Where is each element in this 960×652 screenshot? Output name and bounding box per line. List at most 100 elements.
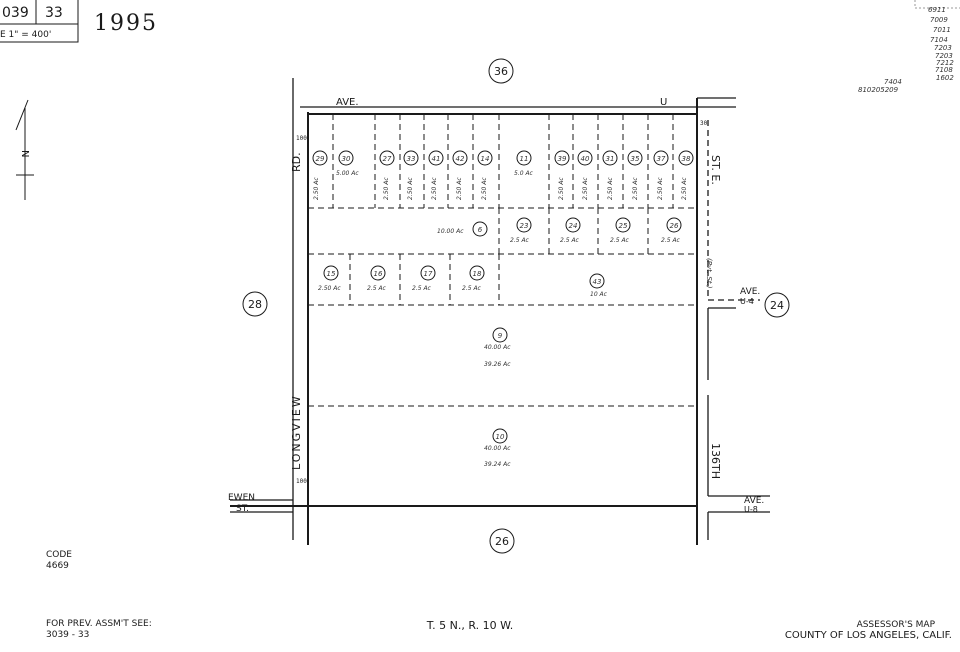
svg-text:5.0 Ac: 5.0 Ac <box>514 170 534 177</box>
svg-text:33: 33 <box>407 155 416 163</box>
svg-text:6: 6 <box>478 226 483 234</box>
svg-text:2.50 Ac: 2.50 Ac <box>313 177 320 200</box>
street-label-u8: U-8 <box>744 505 758 514</box>
corner-code: 7203 <box>934 44 952 52</box>
county-label: COUNTY OF LOS ANGELES, CALIF. <box>785 630 952 641</box>
svg-text:27: 27 <box>383 155 392 163</box>
svg-text:43: 43 <box>593 278 602 286</box>
parcel: 35 2.50 Ac <box>627 150 643 200</box>
code-value: 4669 <box>46 561 69 571</box>
svg-text:2.5 Ac: 2.5 Ac <box>367 285 387 292</box>
street-label-ave-u4: AVE. <box>740 287 760 297</box>
parcel: 37 2.50 Ac <box>653 150 669 200</box>
street-label-u: U <box>660 97 667 108</box>
svg-text:10 Ac: 10 Ac <box>590 291 608 298</box>
scale-label: E 1" = 400' <box>0 30 51 40</box>
svg-text:42: 42 <box>456 155 465 163</box>
code-label: CODE <box>46 550 72 560</box>
svg-text:36: 36 <box>494 65 508 78</box>
adjacent-sheet-bottom: 26 <box>489 528 515 554</box>
svg-text:26: 26 <box>495 535 509 548</box>
parcel: 252.5 Ac <box>610 217 631 244</box>
svg-text:2.5 Ac: 2.5 Ac <box>462 285 482 292</box>
parcel: 305.00 Ac <box>336 150 359 177</box>
street-label-ave-u8: AVE. <box>744 496 764 506</box>
svg-text:2.5 Ac: 2.5 Ac <box>510 237 530 244</box>
road-lines <box>230 78 770 545</box>
parcel-lines <box>308 114 697 407</box>
svg-text:38: 38 <box>682 155 691 163</box>
svg-text:24: 24 <box>770 299 784 312</box>
corner-code: 7404 <box>884 78 902 86</box>
svg-text:2.50 Ac: 2.50 Ac <box>318 285 341 292</box>
corner-code: 7212 <box>936 59 954 67</box>
street-label-136th: 136TH <box>709 443 722 479</box>
svg-text:2.50 Ac: 2.50 Ac <box>407 177 414 200</box>
parcel: 40 2.50 Ac <box>577 150 593 200</box>
corner-code: 7011 <box>933 26 951 34</box>
dimension-100-top: 100 <box>296 135 307 142</box>
svg-text:2.50 Ac: 2.50 Ac <box>607 177 614 200</box>
svg-text:25: 25 <box>619 222 628 230</box>
svg-text:17: 17 <box>424 270 433 278</box>
svg-text:2.5 Ac: 2.5 Ac <box>412 285 432 292</box>
parcel-10: 10 40.00 Ac 39.24 Ac <box>484 428 511 468</box>
row3-parcels: 152.50 Ac 162.5 Ac 172.5 Ac 182.5 Ac 431… <box>318 265 608 298</box>
svg-text:23: 23 <box>520 222 529 230</box>
svg-text:15: 15 <box>327 270 336 278</box>
parcel: 382.50 Ac <box>678 150 694 200</box>
svg-text:35: 35 <box>631 155 640 163</box>
parcel: 11 5.0 Ac <box>514 150 534 177</box>
row1-parcels: 292.50 Ac 305.00 Ac 272.50 Ac 332.50 Ac … <box>312 150 694 200</box>
street-label-ste: ST. E. <box>709 155 722 185</box>
parcel: 29 2.50 Ac <box>312 150 328 200</box>
corner-code: 1602 <box>936 74 954 82</box>
parcel: 262.5 Ac <box>661 217 682 244</box>
street-label-st: ST. <box>236 504 249 514</box>
svg-text:2.50 Ac: 2.50 Ac <box>582 177 589 200</box>
parcel: 33 2.50 Ac <box>403 150 419 200</box>
dimension-30: 30 <box>700 120 708 127</box>
svg-text:2.50 Ac: 2.50 Ac <box>431 177 438 200</box>
row2-parcels: 610.00 Ac 23 2.5 Ac 24 2.5 Ac 252.5 Ac 262… <box>437 217 682 244</box>
svg-text:9: 9 <box>498 332 503 340</box>
svg-text:11: 11 <box>520 155 529 163</box>
corner-code: 7108 <box>935 66 953 74</box>
township-range: T. 5 N., R. 10 W. <box>426 619 513 632</box>
svg-text:2.5 Ac: 2.5 Ac <box>560 237 580 244</box>
svg-text:41: 41 <box>432 155 441 163</box>
svg-text:14: 14 <box>481 155 490 163</box>
svg-text:16: 16 <box>374 270 383 278</box>
north-arrow: N <box>15 99 34 200</box>
svg-text:2.50 Ac: 2.50 Ac <box>657 177 664 200</box>
svg-text:40: 40 <box>581 155 590 163</box>
svg-text:29: 29 <box>316 155 325 163</box>
parcel: 43 10 Ac <box>589 273 608 298</box>
svg-text:37: 37 <box>657 155 666 163</box>
prev-assessment-label: FOR PREV. ASSM'T SEE: <box>46 619 152 629</box>
parcel-9: 9 40.00 Ac 39.26 Ac <box>484 327 511 368</box>
parcel: 15 2.50 Ac <box>318 265 341 292</box>
corner-code: 810205209 <box>858 86 899 94</box>
svg-text:2.50 Ac: 2.50 Ac <box>456 177 463 200</box>
svg-text:39: 39 <box>558 155 567 163</box>
corner-code: 6911 <box>928 6 946 14</box>
parcel: 24 2.5 Ac <box>560 217 581 244</box>
street-label-u4: U-4 <box>740 297 754 306</box>
svg-text:24: 24 <box>569 222 578 230</box>
street-label-longview: LONGVIEW <box>290 394 303 470</box>
corner-code: 7203 <box>935 52 953 60</box>
svg-text:39.26 Ac: 39.26 Ac <box>484 361 511 368</box>
assessors-map-label: ASSESSOR'S MAP <box>857 620 936 630</box>
svg-text:2.50 Ac: 2.50 Ac <box>632 177 639 200</box>
parcel: 610.00 Ac <box>437 221 488 237</box>
adjacent-sheet-right: 24 <box>764 292 790 318</box>
parcel: 272.50 Ac <box>379 150 395 200</box>
street-label-ave-top: AVE. <box>336 97 359 108</box>
svg-text:2.50 Ac: 2.50 Ac <box>481 177 488 200</box>
street-label-rd: RD. <box>290 152 303 172</box>
north-label: N <box>19 150 30 157</box>
parcel: 16 2.5 Ac <box>367 265 387 292</box>
parcel: 392.50 Ac <box>554 150 570 200</box>
